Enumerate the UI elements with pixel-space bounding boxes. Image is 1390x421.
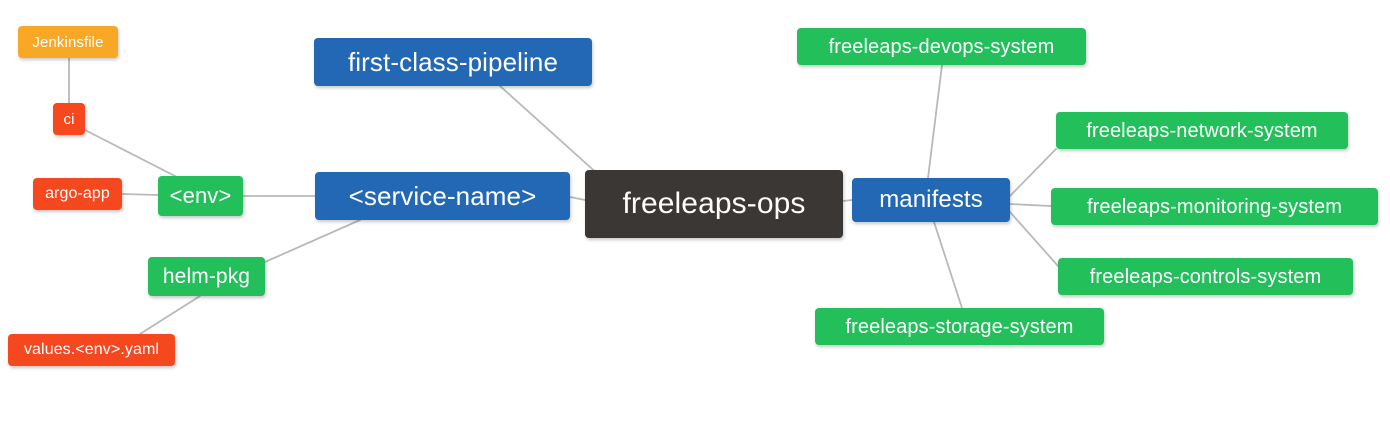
edge-env-to-ci <box>84 129 176 177</box>
mindmap-node-values-yaml[interactable]: values.<env>.yaml <box>8 334 175 366</box>
edge-manifests-to-freeleaps-devops-system <box>927 64 943 179</box>
mindmap-node-ci[interactable]: ci <box>53 103 85 135</box>
mindmap-node-service-name[interactable]: <service-name> <box>315 172 570 220</box>
edge-freeleaps-ops-to-manifests <box>842 199 853 202</box>
mindmap-node-freeleaps-storage-system[interactable]: freeleaps-storage-system <box>815 308 1104 345</box>
mindmap-node-freeleaps-devops-system[interactable]: freeleaps-devops-system <box>797 28 1086 65</box>
edge-freeleaps-ops-to-service-name <box>569 196 586 201</box>
edge-freeleaps-ops-to-first-class-pipeline <box>499 85 601 177</box>
edge-manifests-to-freeleaps-monitoring-system <box>1009 203 1052 207</box>
edge-helm-pkg-to-values-yaml <box>139 295 201 335</box>
edge-service-name-to-helm-pkg <box>264 219 361 263</box>
mindmap-node-env[interactable]: <env> <box>158 176 243 216</box>
edge-manifests-to-freeleaps-storage-system <box>933 221 963 309</box>
mindmap-node-freeleaps-monitoring-system[interactable]: freeleaps-monitoring-system <box>1051 188 1378 225</box>
mindmap-node-freeleaps-network-system[interactable]: freeleaps-network-system <box>1056 112 1348 149</box>
mindmap-node-first-class-pipeline[interactable]: first-class-pipeline <box>314 38 592 86</box>
mindmap-node-freeleaps-controls-system[interactable]: freeleaps-controls-system <box>1058 258 1353 295</box>
mindmap-node-manifests[interactable]: manifests <box>852 178 1010 222</box>
mindmap-node-freeleaps-ops[interactable]: freeleaps-ops <box>585 170 843 238</box>
mindmap-node-argo-app[interactable]: argo-app <box>33 178 122 210</box>
edge-env-to-argo-app <box>121 193 159 196</box>
mindmap-node-jenkinsfile[interactable]: Jenkinsfile <box>18 26 118 58</box>
edge-manifests-to-freeleaps-network-system <box>1009 148 1057 197</box>
mindmap-node-helm-pkg[interactable]: helm-pkg <box>148 257 265 296</box>
